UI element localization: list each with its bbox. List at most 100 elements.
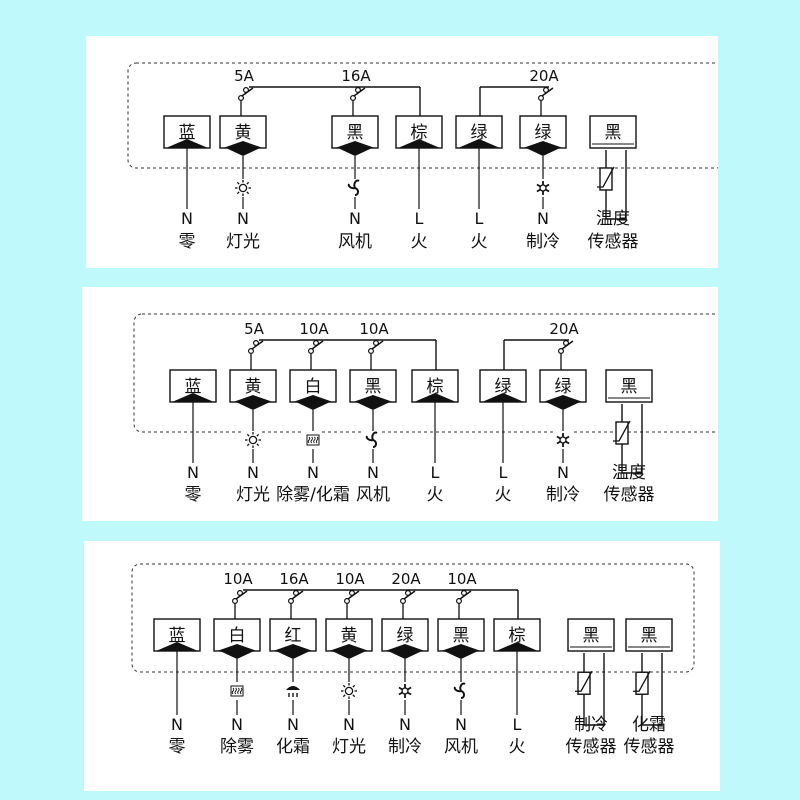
- sensor-label-line2: 传感器: [624, 737, 675, 757]
- current-rating-label: 16A: [279, 570, 309, 588]
- terminal-color-label: 黑: [583, 626, 600, 646]
- sensor-label-line1: 温度: [596, 209, 630, 229]
- relay-switch: [561, 340, 574, 350]
- current-rating-label: 16A: [341, 67, 371, 85]
- pin-label: N 风机: [338, 209, 372, 252]
- terminal-5: 绿 20A: [519, 67, 567, 209]
- pin-label: L火: [427, 463, 444, 505]
- terminal-color-label: 黑: [621, 377, 638, 397]
- terminal-color-label: 黄: [341, 626, 358, 646]
- terminal-3: 棕: [395, 87, 443, 209]
- pin-label: N灯光: [332, 715, 366, 757]
- sensor-label-line1: 制冷: [574, 715, 608, 735]
- current-rating-label: 10A: [223, 570, 253, 588]
- pin-label: L火: [471, 209, 488, 252]
- wiring-diagram-2: 蓝黄5A白10A黑10A棕绿绿20A黑N零N灯光N除雾/化霜N风机L火L火N制冷…: [133, 313, 718, 505]
- relay-switch: [235, 590, 248, 600]
- terminal-color-label: 绿: [471, 123, 488, 143]
- pin-code: N: [455, 715, 467, 734]
- pin-code: N: [349, 209, 361, 228]
- pin-name: 灯光: [236, 485, 270, 505]
- thermistor-icon: [633, 653, 663, 726]
- terminal-color-label: 蓝: [179, 123, 196, 143]
- relay-contact: [350, 94, 357, 101]
- terminal-color-label: 绿: [397, 626, 414, 646]
- terminal-color-label: 黄: [235, 123, 252, 143]
- relay-contact: [538, 94, 545, 101]
- pin-label: N制冷: [546, 463, 580, 505]
- relay-switch: [459, 590, 472, 600]
- controller-outline: [133, 313, 718, 433]
- relay-switch: [403, 590, 416, 600]
- pin-name: 零: [169, 737, 186, 757]
- relay-contact: [400, 597, 407, 604]
- thermistor-icon: [597, 150, 627, 220]
- pin-code: L: [499, 463, 508, 482]
- current-rating-label: 20A: [529, 67, 559, 85]
- pin-name: 火: [509, 737, 526, 757]
- terminal-color-label: 棕: [509, 626, 526, 646]
- pin-code: N: [187, 463, 199, 482]
- pin-code: N: [367, 463, 379, 482]
- terminal-6: 黑: [589, 115, 637, 220]
- pin-label: L火: [509, 715, 526, 757]
- pin-name: 除雾/化霜: [276, 485, 350, 505]
- terminal-0: 蓝: [169, 369, 217, 463]
- pin-name: 风机: [338, 232, 372, 252]
- pin-name: 制冷: [526, 232, 560, 252]
- terminal-color-label: 黑: [347, 123, 364, 143]
- controller-outline: [127, 62, 718, 169]
- relay-contact: [238, 94, 245, 101]
- heater-icon: [230, 685, 244, 697]
- wiring-diagram-3: 蓝白10A红16A黄10A绿20A黑10A棕黑黑N零N除雾N化霜N灯光N制冷N风…: [131, 563, 695, 757]
- terminal-color-label: 绿: [535, 123, 552, 143]
- terminal-8: 黑: [625, 618, 673, 726]
- relay-contact: [288, 597, 295, 604]
- relay-contact: [248, 347, 255, 354]
- pin-code: N: [343, 715, 355, 734]
- pin-label: N化霜: [276, 715, 310, 757]
- relay-contact: [558, 347, 565, 354]
- snow-icon: [398, 684, 412, 698]
- terminal-0: 蓝: [153, 618, 201, 715]
- pin-name: 火: [411, 232, 428, 252]
- pin-label: N灯光: [226, 209, 260, 252]
- pin-name: 风机: [444, 737, 478, 757]
- fan-icon: [453, 682, 466, 699]
- thermistor-icon: [613, 404, 643, 474]
- pin-name: 零: [185, 485, 202, 505]
- relay-switch: [347, 590, 360, 600]
- relay-contact: [308, 347, 315, 354]
- terminal-color-label: 棕: [427, 377, 444, 397]
- terminal-color-label: 黑: [453, 626, 470, 646]
- terminal-1: 黄5A: [219, 67, 267, 209]
- relay-switch: [251, 340, 264, 350]
- pin-name: 火: [471, 232, 488, 252]
- terminal-color-label: 蓝: [185, 377, 202, 397]
- pin-name: 火: [427, 485, 444, 505]
- pin-name: 风机: [356, 485, 390, 505]
- terminal-5: 绿: [479, 340, 527, 463]
- relay-contact: [368, 347, 375, 354]
- terminal-color-label: 黄: [245, 377, 262, 397]
- terminal-color-label: 蓝: [169, 626, 186, 646]
- current-rating-label: 10A: [299, 320, 329, 338]
- thermistor-icon: [575, 653, 605, 726]
- heater-icon: [306, 434, 320, 446]
- terminal-color-label: 黑: [641, 626, 658, 646]
- pin-label: L火: [411, 209, 428, 252]
- terminal-color-label: 绿: [495, 377, 512, 397]
- pin-code: N: [247, 463, 259, 482]
- relay-switch: [541, 87, 554, 97]
- terminal-2: 黑 16A: [331, 67, 379, 209]
